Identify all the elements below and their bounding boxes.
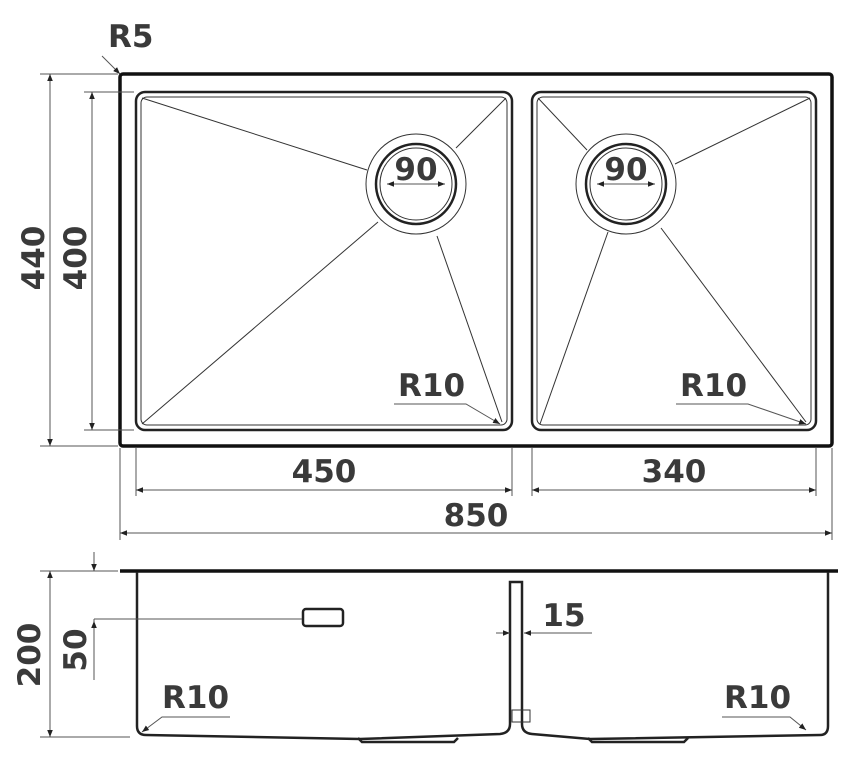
depth-label: 200 [12, 623, 48, 688]
right-drain-label: 90 [604, 152, 647, 188]
left-radius-label: R10 [162, 680, 229, 716]
left-bowl [134, 90, 514, 432]
top-view: 90 90 R10 R10 R5 440 [16, 19, 834, 540]
left-bowl-radius-label: R10 [398, 368, 465, 404]
left-bowl-inner [140, 96, 508, 426]
side-view: 200 50 15 R10 R10 [12, 552, 838, 744]
overflow-slot [301, 607, 345, 628]
left-drain: 90 [365, 133, 467, 235]
right-bowl [530, 90, 818, 432]
right-bowl-radius-label: R10 [680, 368, 747, 404]
left-drain-label: 90 [394, 152, 437, 188]
corner-radius-label: R5 [108, 19, 153, 55]
total-width-label: 850 [444, 498, 509, 534]
left-bowl-width-label: 450 [292, 454, 357, 490]
right-bowl-width-label: 340 [642, 454, 707, 490]
left-bowl-profile [135, 572, 830, 741]
height-inner-label: 400 [58, 226, 94, 291]
slope-lines [141, 97, 811, 425]
right-bowl-inner [536, 96, 812, 426]
overflow-height-label: 50 [58, 628, 94, 671]
sink-outline [118, 72, 834, 448]
divider-width-label: 15 [542, 598, 585, 634]
height-outer-label: 440 [16, 226, 52, 291]
right-radius-label: R10 [724, 680, 791, 716]
right-drain: 90 [575, 133, 677, 235]
